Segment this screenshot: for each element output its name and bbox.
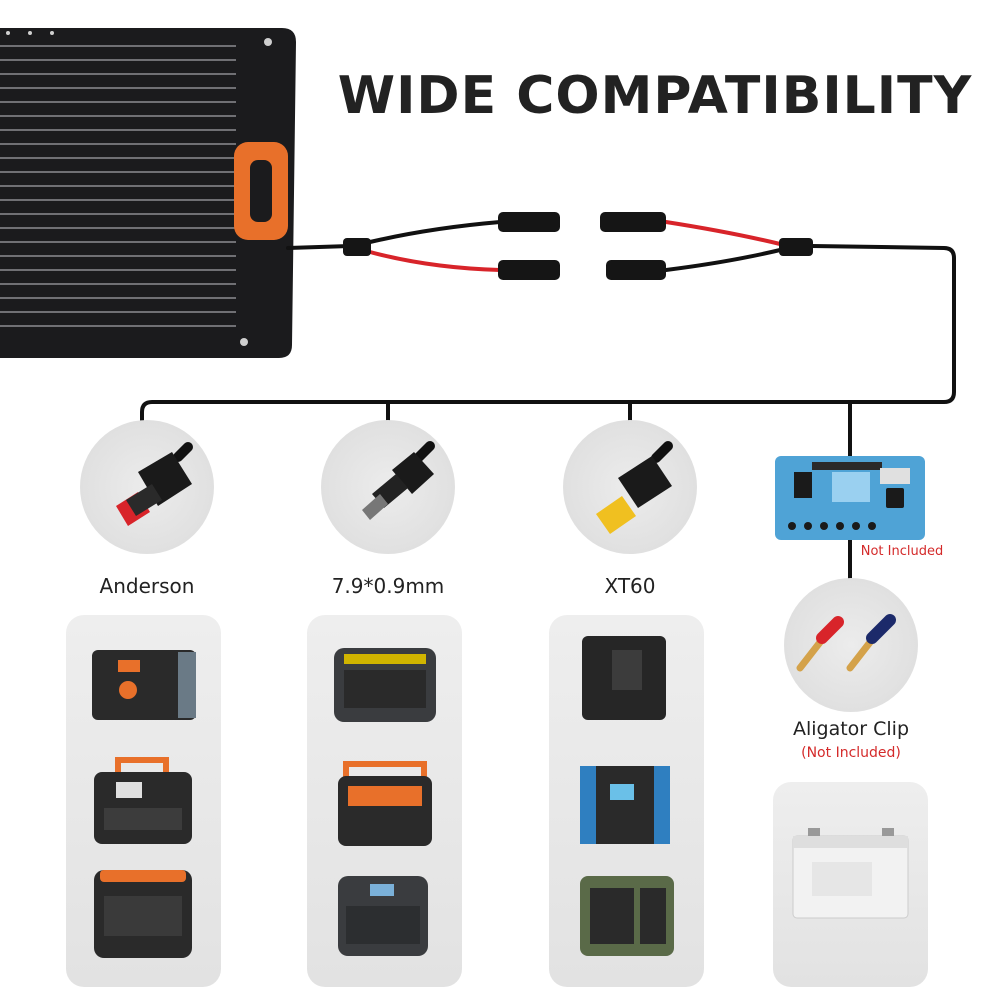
power-station-icon [580, 876, 674, 956]
clip-not-included-note: (Not Included) [801, 745, 901, 761]
power-station-icon [338, 761, 432, 846]
xt60-plug-icon [596, 441, 673, 534]
power-station-icon [334, 648, 436, 722]
solar-panel [0, 28, 296, 358]
alligator-clip-label: Aligator Clip [792, 718, 910, 740]
alligator-clip-circle [784, 578, 918, 712]
power-station-icon [580, 766, 670, 844]
dc-barrel-plug-icon [362, 441, 435, 520]
mc4-connectors [343, 212, 813, 280]
power-station-icon [92, 650, 196, 720]
charge-controller-icon [775, 456, 925, 540]
xt60-label: XT60 [604, 574, 656, 598]
power-station-icon [94, 757, 192, 844]
anderson-label: Anderson [99, 574, 195, 598]
panel-cell-lines [0, 45, 236, 327]
controller-not-included-note: Not Included [860, 544, 944, 559]
anderson-plug-icon [116, 442, 193, 526]
power-station-icon [582, 636, 666, 720]
dc-barrel-label: 7.9*0.9mm [331, 574, 445, 598]
power-station-icon [338, 876, 428, 956]
power-station-icon [94, 870, 192, 958]
alligator-clip-icon [796, 614, 896, 672]
page-title: WIDE COMPATIBILITY [337, 66, 973, 126]
battery-icon [792, 828, 909, 919]
